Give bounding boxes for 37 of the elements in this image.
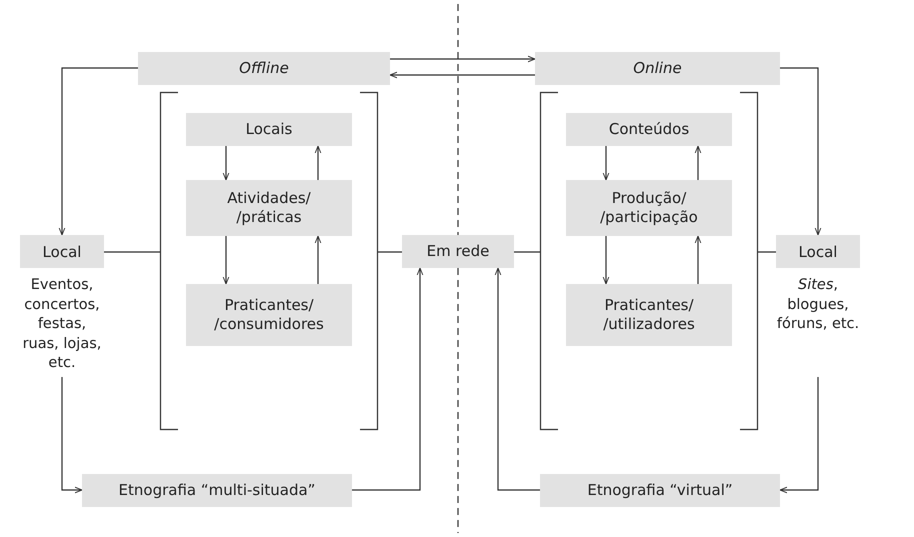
- connector-line: [514, 251, 540, 253]
- bracket-group: [540, 92, 758, 430]
- arrow: [314, 236, 322, 284]
- process-box: Atividades/ /práticas: [186, 180, 352, 236]
- connector-line: [378, 251, 402, 253]
- process-box: Locais: [186, 113, 352, 146]
- process-box: Conteúdos: [566, 113, 732, 146]
- arrow: [602, 146, 610, 180]
- arrow: [222, 236, 230, 284]
- process-box: Online: [535, 52, 780, 85]
- arrow: [352, 268, 424, 491]
- arrow: [694, 236, 702, 284]
- bracket-group: [160, 92, 378, 430]
- process-box: Etnografia “multi-situada”: [82, 474, 352, 507]
- process-box: Offline: [138, 52, 390, 85]
- description-text: Sites, blogues, fóruns, etc.: [776, 276, 860, 334]
- connector-line: [758, 251, 776, 253]
- arrow: [494, 268, 540, 491]
- arrow: [390, 56, 536, 62]
- arrow: [314, 146, 322, 180]
- process-box: Praticantes/ /utilizadores: [566, 284, 732, 346]
- process-box: Em rede: [402, 235, 514, 268]
- arrow: [58, 67, 138, 236]
- node-title: Local: [20, 235, 104, 268]
- process-box: Etnografia “virtual”: [540, 474, 780, 507]
- arrow: [390, 72, 535, 78]
- arrow: [602, 236, 610, 284]
- node-title: Local: [776, 235, 860, 268]
- connector-line: [104, 251, 160, 253]
- arrow: [780, 377, 819, 494]
- process-box: Produção/ /participação: [566, 180, 732, 236]
- arrow: [61, 377, 82, 494]
- process-box: Praticantes/ /consumidores: [186, 284, 352, 346]
- arrow: [780, 67, 822, 236]
- arrow: [222, 146, 230, 180]
- arrow: [694, 146, 702, 180]
- description-text: Eventos, concertos, festas, ruas, lojas, etc.: [22, 276, 102, 374]
